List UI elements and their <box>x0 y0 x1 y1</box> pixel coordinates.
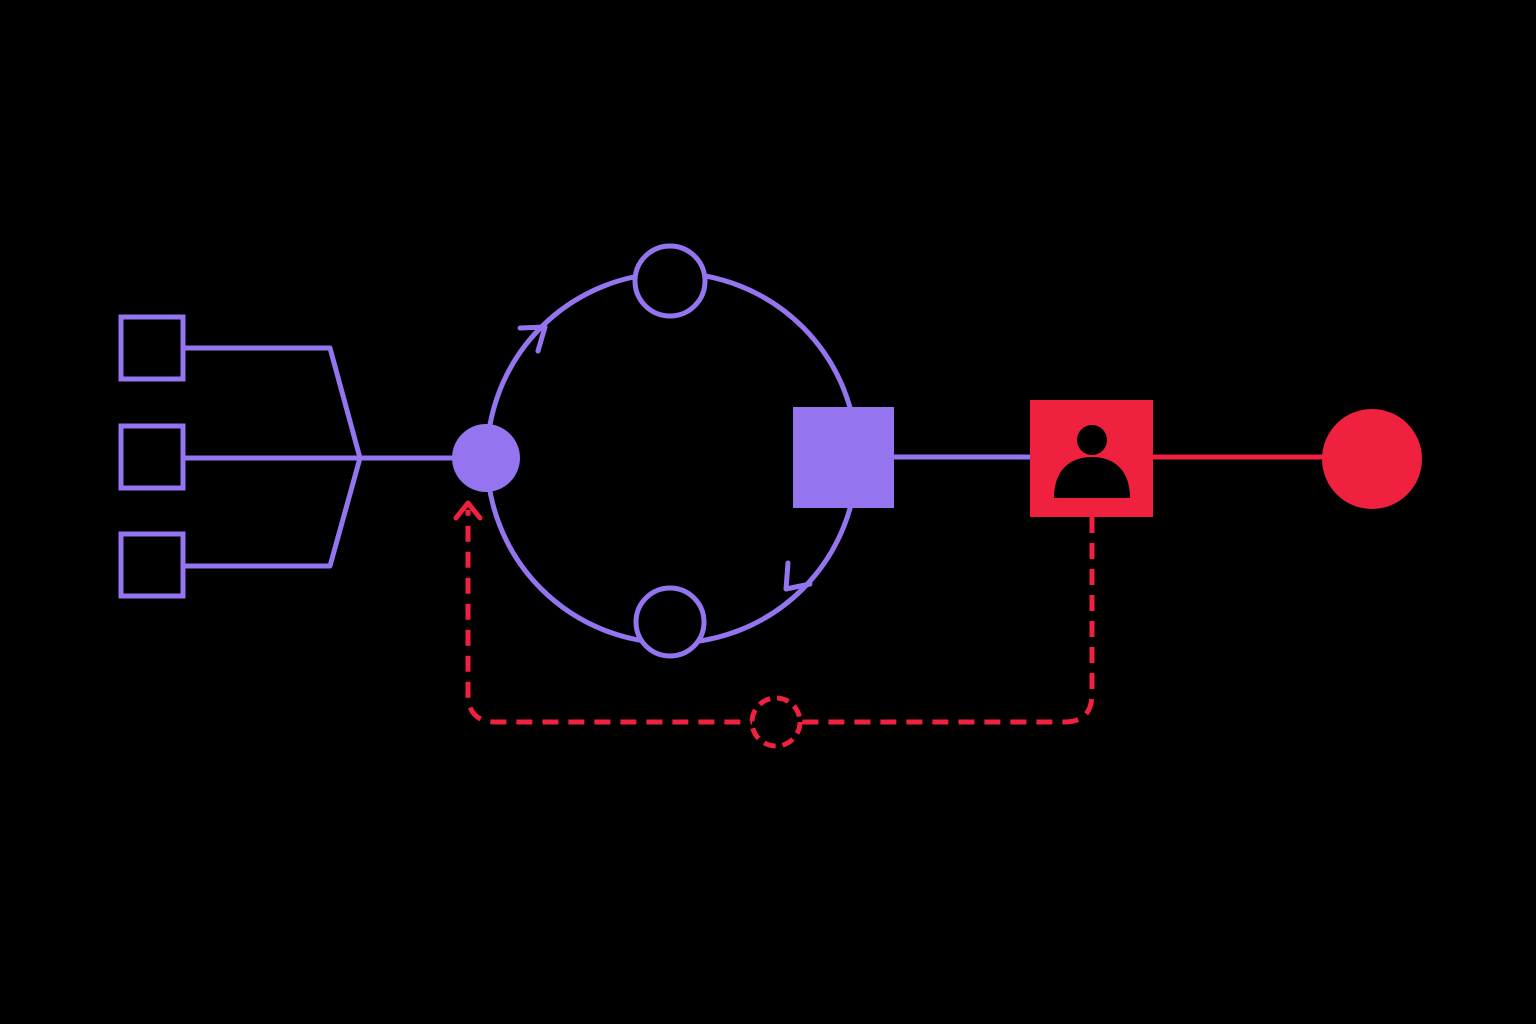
feedback-group <box>453 500 1095 749</box>
input-box-3[interactable] <box>118 531 186 599</box>
feedback-node[interactable] <box>749 695 803 749</box>
loop-node-bottom[interactable] <box>633 585 707 659</box>
loop-arrow-upper-icon <box>517 324 548 354</box>
input-group <box>118 314 455 599</box>
input-connector-1 <box>183 345 363 459</box>
human-block[interactable] <box>1030 400 1153 517</box>
process-block[interactable] <box>793 407 894 508</box>
feedback-path <box>465 510 1095 725</box>
person-icon <box>1054 425 1130 498</box>
feedback-arrow-icon <box>453 500 483 521</box>
merge-node[interactable] <box>452 424 520 492</box>
loop-node-top[interactable] <box>632 243 708 319</box>
input-connector-3 <box>183 457 363 569</box>
output-node[interactable] <box>1322 409 1422 509</box>
input-box-1[interactable] <box>118 314 186 382</box>
loop-group <box>452 243 894 659</box>
loop-arrow-lower-icon <box>783 560 813 592</box>
input-box-2[interactable] <box>118 423 186 491</box>
